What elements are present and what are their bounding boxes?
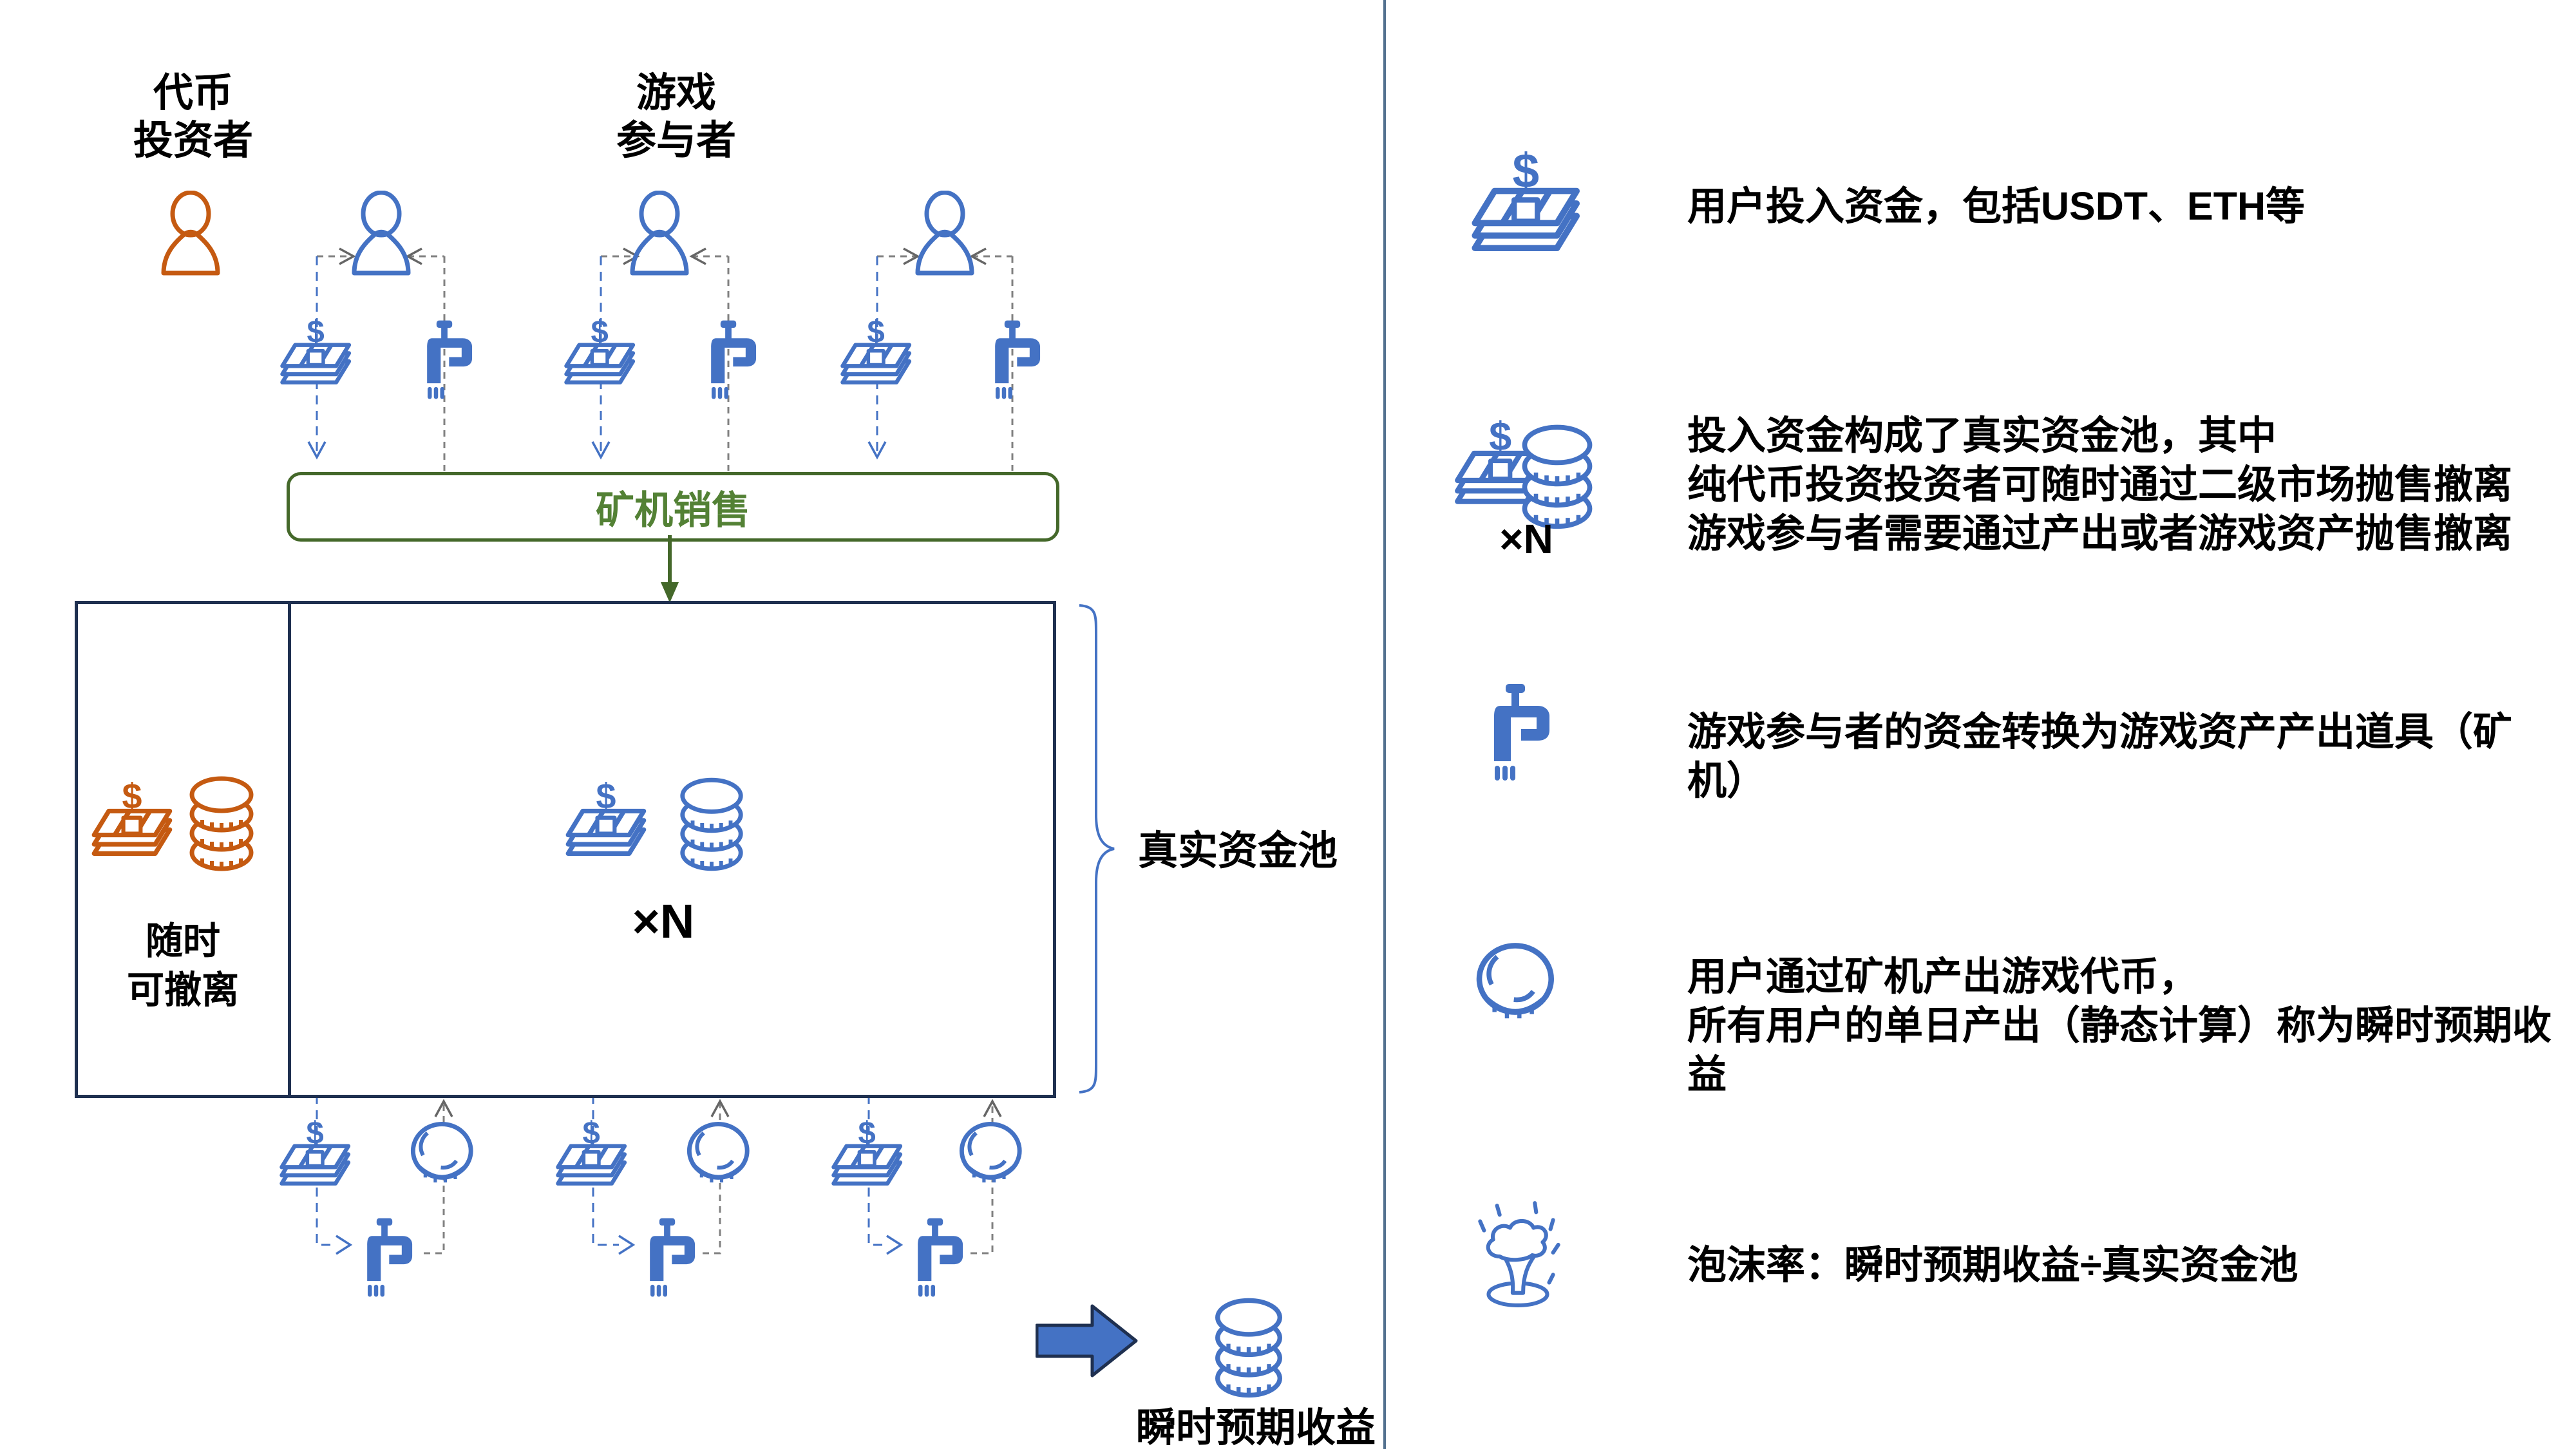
cash-stack-icon (563, 317, 639, 394)
cash-stack-icon (564, 779, 650, 867)
legend-item-text: 游戏参与者的资金转换为游戏资产产出道具（矿机） (1687, 710, 2513, 802)
faucet-icon (410, 319, 478, 401)
coin-icon (683, 1121, 756, 1189)
page-divider-line (1383, 0, 1386, 1449)
coin-icon (406, 1121, 480, 1189)
legend-item-text: 用户通过矿机产出游戏代币， 所有用户的单日产出（静态计算）称为瞬时预期收益 (1687, 954, 2552, 1096)
legend-item-text: 用户投入资金，包括USDT、ETH等 (1687, 184, 2306, 228)
participant-person-icon (623, 191, 696, 276)
cash-stack-icon (554, 1118, 630, 1195)
bubble-burst-icon (1470, 1197, 1567, 1309)
coin-icon (955, 1121, 1028, 1189)
legend-item-text: 泡沫率：瞬时预期收益÷真实资金池 (1687, 1243, 2298, 1287)
cash-stack-icon (278, 1118, 354, 1195)
pool-subbox-divider (288, 601, 291, 1095)
withdraw-anytime-label: 随时 可撤离 (126, 920, 239, 1011)
block-arrow-icon (1036, 1304, 1138, 1378)
pool-multiplier-label: ×N (632, 895, 695, 948)
faucet-icon (633, 1217, 701, 1298)
token-investor-label: 代币 投资者 (133, 71, 253, 163)
coin-stack-icon (1208, 1297, 1289, 1400)
faucet-icon (978, 319, 1046, 401)
token-investor-person-icon (155, 191, 227, 276)
participant-person-icon (909, 191, 981, 276)
pool-label: 真实资金池 (1137, 829, 1338, 873)
faucet-icon (1473, 683, 1557, 782)
cash-stack-icon (279, 317, 355, 394)
coin-icon (1471, 942, 1562, 1026)
faucet-icon (694, 319, 762, 401)
legend-item-text: 投入资金构成了真实资金池，其中 纯代币投资投资者可随时通过二级市场抛售撤离 游戏… (1687, 413, 2513, 555)
cash-stack-icon (90, 779, 176, 867)
cash-stack-icon (830, 1118, 906, 1195)
cash-stack-icon (1470, 148, 1586, 266)
coin-stack-icon (674, 777, 750, 873)
cash-stack-icon (839, 317, 915, 394)
coin-stack-icon (183, 775, 260, 873)
game-participant-label: 游戏 参与者 (616, 71, 736, 163)
capital-pool-box (75, 601, 1056, 1098)
participant-person-icon (345, 191, 417, 276)
faucet-icon (901, 1217, 969, 1298)
mining-sale-label: 矿机销售 (596, 488, 750, 532)
faucet-icon (350, 1217, 419, 1298)
legend-multiplier-label: ×N (1499, 516, 1553, 562)
brace (1077, 603, 1117, 1095)
instant-return-label: 瞬时预期收益 (1135, 1406, 1376, 1449)
mining-sale-box: 矿机销售 (287, 472, 1059, 542)
